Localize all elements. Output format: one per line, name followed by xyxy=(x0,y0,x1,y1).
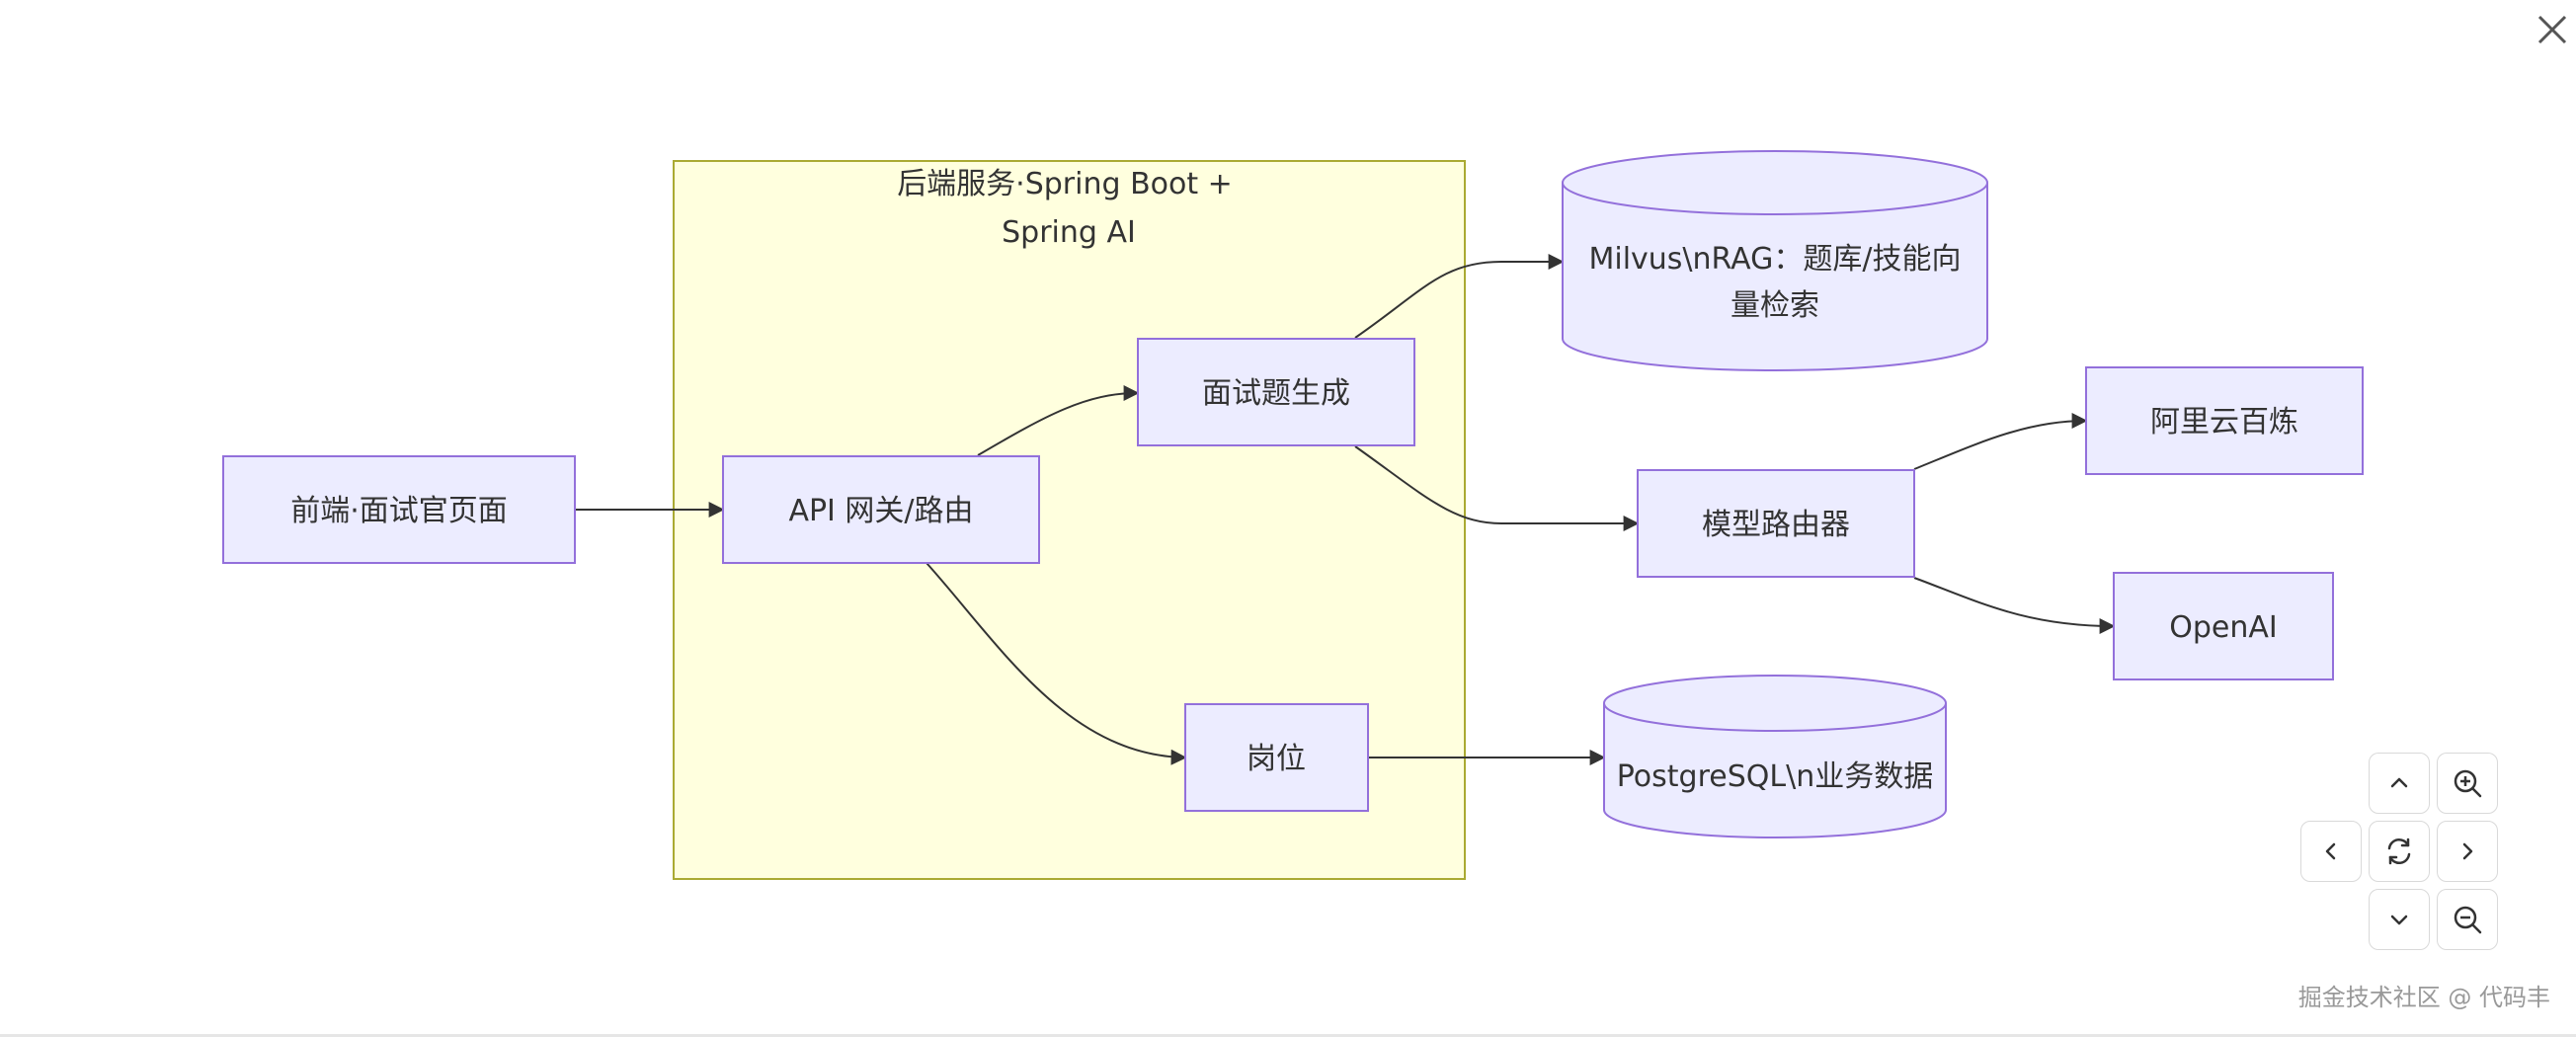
node-question-gen-label: 面试题生成 xyxy=(1202,376,1350,411)
chevron-right-icon xyxy=(2462,842,2473,860)
node-model-router-label: 模型路由器 xyxy=(1702,508,1850,542)
chevron-up-icon xyxy=(2390,777,2408,788)
zoom-out-icon xyxy=(2454,906,2482,934)
node-postgres: PostgreSQL\n业务数据 xyxy=(1603,675,1947,838)
chevron-down-icon xyxy=(2390,915,2408,925)
node-position: 岗位 xyxy=(1184,703,1369,812)
node-gateway-label: API 网关/路由 xyxy=(788,494,973,528)
node-question-gen: 面试题生成 xyxy=(1137,338,1415,446)
node-aliyun-label: 阿里云百炼 xyxy=(2150,405,2298,439)
node-position-label: 岗位 xyxy=(1247,742,1306,776)
zoom-out-button[interactable] xyxy=(2437,889,2498,950)
node-openai-label: OpenAI xyxy=(2169,610,2278,645)
edge-gateway-questiongen xyxy=(977,385,1140,456)
close-icon xyxy=(2537,15,2567,44)
reset-view-button[interactable] xyxy=(2369,821,2430,882)
cluster-title-line2: Spring AI xyxy=(1002,215,1136,250)
pan-right-button[interactable] xyxy=(2437,821,2498,882)
node-milvus: Milvus\nRAG：题库/技能向 量检索 xyxy=(1562,150,1988,371)
refresh-icon xyxy=(2387,838,2411,865)
edge-gateway-position xyxy=(926,562,1187,765)
edge-modelrouter-aliyun xyxy=(1913,413,2088,470)
edge-questiongen-modelrouter xyxy=(1354,445,1640,531)
node-frontend: 前端·面试官页面 xyxy=(222,455,576,564)
node-frontend-label: 前端·面试官页面 xyxy=(290,494,508,528)
node-milvus-label-line2: 量检索 xyxy=(1731,288,1819,323)
close-button[interactable] xyxy=(2529,6,2576,53)
node-milvus-label-line1: Milvus\nRAG：题库/技能向 xyxy=(1588,242,1961,277)
zoom-in-icon xyxy=(2454,769,2482,798)
node-aliyun: 阿里云百炼 xyxy=(2085,366,2364,475)
zoom-in-button[interactable] xyxy=(2437,753,2498,814)
pan-left-button[interactable] xyxy=(2300,821,2362,882)
watermark: 掘金技术社区 @ 代码丰 xyxy=(2297,984,2550,1011)
pan-down-button[interactable] xyxy=(2369,889,2430,950)
chevron-left-icon xyxy=(2325,842,2336,860)
edge-modelrouter-openai xyxy=(1913,577,2116,634)
node-gateway: API 网关/路由 xyxy=(722,455,1040,564)
edge-questiongen-milvus xyxy=(1354,254,1565,339)
edges xyxy=(575,254,2116,765)
node-openai: OpenAI xyxy=(2113,572,2334,680)
bottom-border xyxy=(0,1034,2576,1037)
node-model-router: 模型路由器 xyxy=(1637,469,1915,578)
cluster-title-line1: 后端服务·Spring Boot + xyxy=(897,167,1233,201)
node-postgres-label: PostgreSQL\n业务数据 xyxy=(1617,759,1933,794)
pan-up-button[interactable] xyxy=(2369,753,2430,814)
